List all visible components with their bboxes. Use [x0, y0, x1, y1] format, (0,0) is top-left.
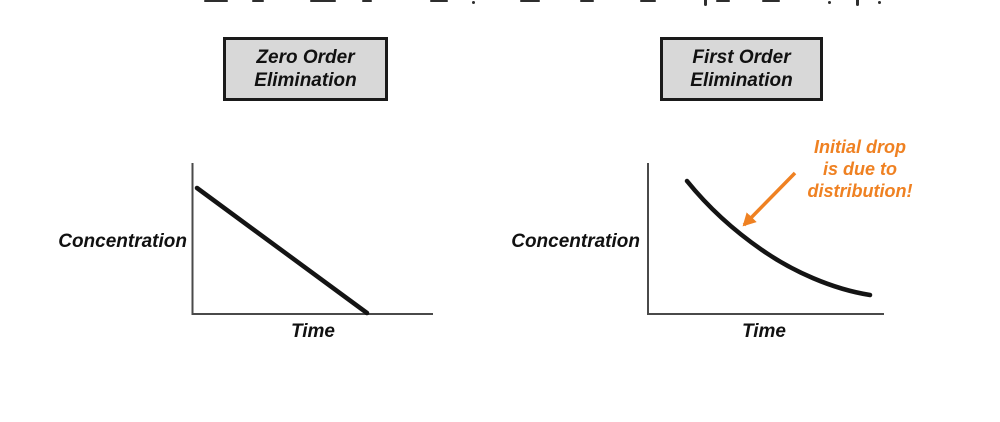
first-order-title-box: First Order Elimination: [660, 37, 823, 101]
zero-order-title-box: Zero Order Elimination: [223, 37, 388, 101]
title-line: Elimination: [690, 70, 793, 91]
text-fragment-mark: [580, 0, 594, 2]
first-order-plot: [647, 163, 884, 315]
concentration-curve: [684, 178, 873, 298]
text-fragment-mark: [704, 0, 707, 6]
zero-order-plot: [191, 163, 433, 316]
text-fragment-mark: [762, 0, 780, 2]
text-fragment-mark: [828, 1, 831, 4]
first-order-ylabel: Concentration: [511, 231, 640, 252]
text-fragment-mark: [252, 0, 264, 2]
annotation-line: is due to: [822, 159, 897, 179]
text-fragment-mark: [878, 1, 881, 4]
title-line: Zero Order: [256, 47, 355, 68]
text-fragment-mark: [204, 0, 228, 2]
concentration-line: [194, 185, 370, 316]
text-fragment-mark: [640, 0, 656, 2]
title-line: First Order: [692, 47, 791, 68]
annotation-line: distribution!: [807, 181, 913, 201]
text-fragment-mark: [716, 0, 730, 2]
zero-order-ylabel: Concentration: [58, 231, 187, 252]
annotation-line: Initial drop: [814, 137, 906, 157]
first-order-xlabel: Time: [741, 321, 786, 342]
annotation-arrow-icon: [742, 171, 797, 227]
distribution-annotation: Initial drop is due to distribution!: [780, 136, 940, 202]
text-fragment-mark: [310, 0, 336, 2]
text-fragment-mark: [472, 1, 475, 4]
title-line: Elimination: [254, 70, 357, 91]
text-fragment-mark: [856, 0, 859, 6]
text-fragment-mark: [362, 0, 372, 2]
text-fragment-mark: [520, 0, 540, 2]
zero-order-xlabel: Time: [290, 321, 335, 342]
text-fragment-mark: [430, 0, 448, 2]
